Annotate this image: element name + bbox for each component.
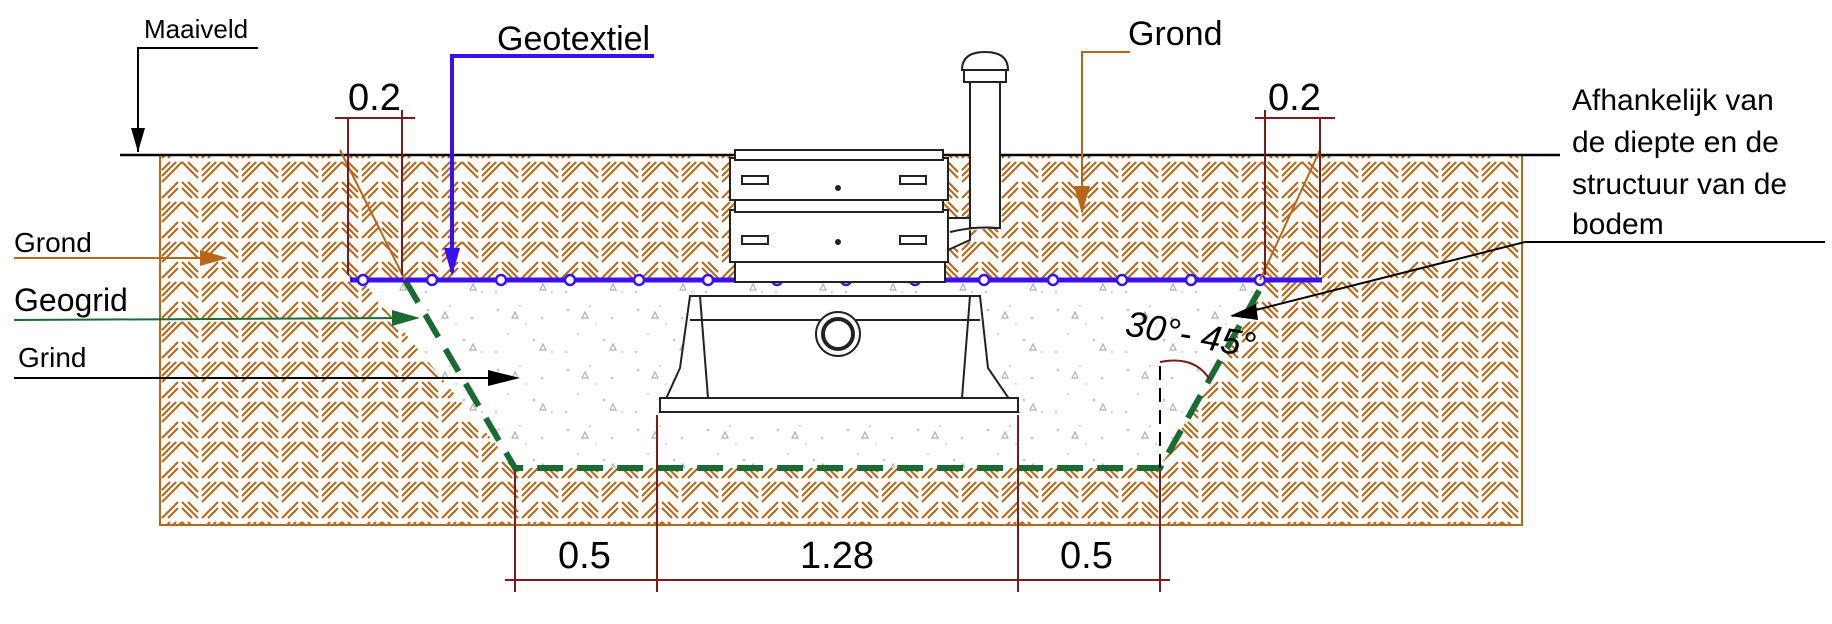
- maaiveld-leader: [131, 47, 258, 152]
- grind-label: Grind: [18, 342, 86, 373]
- dim-right-margin: [1255, 110, 1335, 275]
- geotextiel-label: Geotextiel: [497, 20, 650, 58]
- dim-right-margin-label: 0.2: [1268, 77, 1321, 119]
- slope-reference-line-left: [339, 149, 406, 281]
- note-line-4: bodem: [1572, 208, 1664, 241]
- dim-base-center-label: 1.28: [800, 535, 874, 577]
- angle-arc: [1159, 359, 1211, 381]
- grond-left-label: Grond: [14, 227, 92, 258]
- note-leader: [1230, 241, 1825, 320]
- geotextiel-leader: [444, 54, 654, 276]
- dim-base-right-label: 0.5: [1060, 535, 1113, 577]
- geogrid-label: Geogrid: [14, 282, 128, 318]
- note-line-1: Afhankelijk van: [1572, 84, 1774, 117]
- geogrid-line: [402, 278, 1268, 471]
- dim-bottom: [505, 415, 1170, 592]
- grind-leader: [14, 370, 520, 386]
- geogrid-leader: [13, 310, 420, 326]
- grond-top-label: Grond: [1128, 15, 1223, 53]
- note-line-3: structuur van de: [1572, 168, 1787, 201]
- note-line-2: de diepte en de: [1572, 126, 1779, 159]
- slope-reference-line: [1259, 149, 1321, 281]
- grond-left-leader: [14, 250, 228, 266]
- dim-left-margin: [335, 110, 415, 275]
- dim-base-left-label: 0.5: [558, 535, 611, 577]
- septic-tank-unit: [658, 50, 1020, 413]
- maaiveld-label: Maaiveld: [144, 14, 248, 44]
- geotextile-markers: [356, 273, 1267, 287]
- dim-left-margin-label: 0.2: [348, 77, 401, 119]
- grond-top-leader: [1074, 51, 1130, 214]
